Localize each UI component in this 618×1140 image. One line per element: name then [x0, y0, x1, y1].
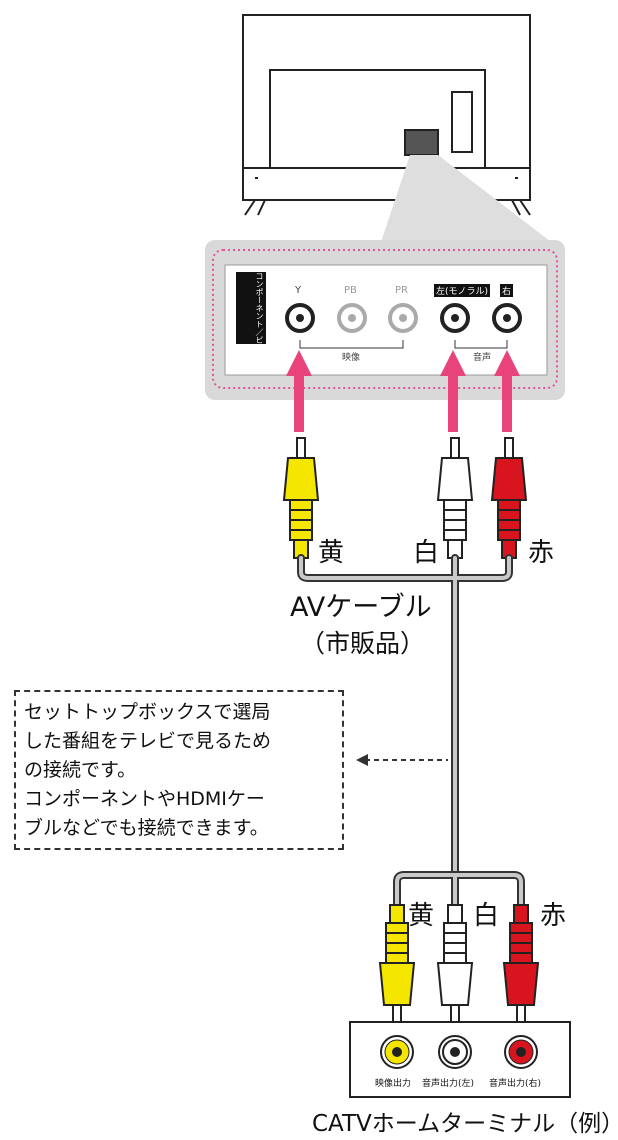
panel-label-audio-right: 右 — [500, 284, 514, 297]
note-line: ブルなどでも接続できます。 — [24, 817, 269, 839]
panel-label-audio-left: 左(モノラル) — [434, 284, 491, 297]
plug-yellow-bottom — [378, 904, 416, 1026]
note-box: セットトップボックスで選局 した番組をテレビで見るため の接続です。 コンポーネ… — [14, 690, 344, 850]
terminal-jack-audio-left — [438, 1035, 472, 1069]
panel-group-video: 映像 — [342, 353, 361, 363]
panel-vertical-label-bg — [236, 272, 266, 344]
panel-jack-pr — [388, 303, 418, 333]
label-white-top: 白 — [413, 538, 440, 568]
note-line: セットトップボックスで選局 — [24, 701, 271, 723]
panel-highlight — [212, 249, 558, 389]
terminal-jack-video — [380, 1035, 414, 1069]
note-line: した番組をテレビで見るため — [24, 730, 272, 752]
panel-vertical-label: コンポーネント／ビデオ入力 — [255, 272, 264, 344]
panel-group-audio: 音声 — [473, 353, 492, 363]
label-yellow-bottom: 黄 — [408, 901, 435, 931]
note-line: コンポーネントやHDMIケー — [24, 788, 265, 810]
note-pointer-arrow — [356, 754, 448, 766]
terminal-caption: CATVホームターミナル（例） — [312, 1111, 618, 1137]
terminal-label-audio-right: 音声出力(右) — [489, 1079, 542, 1089]
label-red-top: 赤 — [528, 538, 555, 568]
cable-name: AVケーブル — [290, 592, 432, 623]
label-yellow-top: 黄 — [318, 538, 345, 568]
connection-arrows — [286, 350, 520, 432]
tv-back — [242, 14, 531, 216]
panel-jack-audio-left — [440, 303, 470, 333]
panel-jack-audio-right — [492, 303, 522, 333]
terminal-label-video: 映像出力 — [375, 1079, 412, 1089]
plug-white-top — [436, 437, 474, 559]
plug-red-top — [490, 437, 528, 559]
note-line: の接続です。 — [24, 759, 137, 781]
panel-label-y: Y — [295, 285, 302, 296]
cable-note: （市販品） — [300, 629, 426, 658]
label-red-bottom: 赤 — [540, 901, 567, 931]
terminal-jack-audio-right — [504, 1035, 538, 1069]
panel-jack-y — [285, 303, 315, 333]
zoom-funnel — [380, 155, 555, 245]
panel-label-pr: PR — [395, 285, 408, 296]
plug-red-bottom — [502, 904, 540, 1026]
plug-white-bottom — [436, 904, 474, 1026]
panel-label-pb: PB — [344, 285, 357, 296]
plug-yellow-top — [282, 437, 320, 559]
terminal-label-audio-left: 音声出力(左) — [422, 1079, 475, 1089]
panel-jack-pb — [337, 303, 367, 333]
label-white-bottom: 白 — [473, 901, 500, 931]
